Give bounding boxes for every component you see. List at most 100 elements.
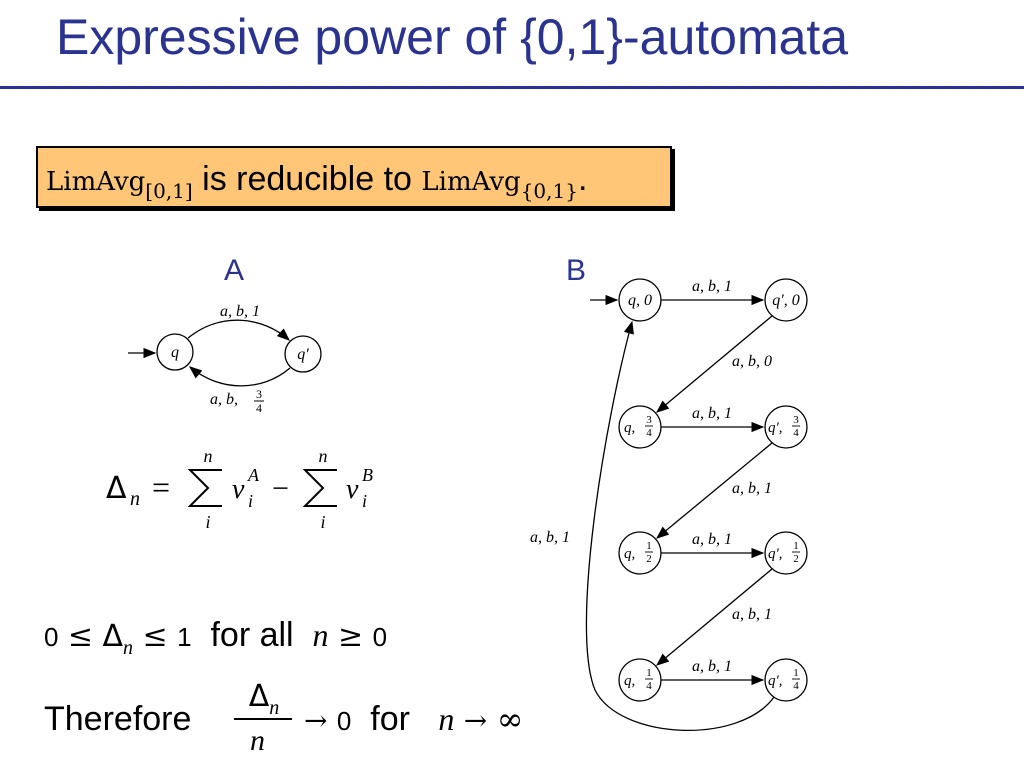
b-edge-row3-label: a, b, 1	[692, 658, 732, 675]
b-state-qprime-12-den: 2	[793, 553, 799, 565]
a-edge-bottom	[189, 366, 291, 387]
formula-term1-sup: A	[247, 465, 260, 485]
b-state-qprime-34	[764, 405, 808, 449]
formula-sum1-bottom: i	[205, 512, 210, 532]
formula-sum1-top: n	[204, 446, 213, 466]
conclusion-zero: 0	[336, 706, 352, 736]
ineq-one: 1	[177, 622, 192, 652]
ineq-delta-sub: n	[123, 636, 134, 659]
conclusion-n: n	[438, 701, 455, 737]
conclusion-den: n	[250, 724, 265, 757]
b-loop-label: a, b, 1	[530, 529, 570, 546]
limavg-right: LimAvg	[421, 167, 521, 197]
b-state-qprime-12	[764, 531, 808, 575]
formula-term1: v	[232, 474, 245, 505]
a-state-q-label: q	[171, 344, 179, 361]
b-state-qprime-12-num: 1	[793, 540, 799, 552]
b-state-q-34-den: 4	[646, 427, 652, 439]
b-state-qprime-0	[764, 278, 808, 322]
ineq-zero2: 0	[372, 622, 388, 652]
b-diag-2	[656, 568, 773, 666]
formula-minus: −	[272, 472, 289, 505]
conclusion-fraction-num: Δn	[236, 676, 292, 720]
conclusion-arrow-zero: → 0 for n → ∞	[304, 700, 523, 739]
b-state-qprime-34-num: 3	[793, 414, 799, 426]
b-state-q-14-prefix: q,	[624, 673, 635, 689]
ineq-zero: 0	[44, 622, 59, 652]
ineq-ge: ≥	[337, 619, 364, 654]
b-diag-0	[656, 315, 773, 413]
formula-term2-sup: B	[362, 465, 373, 485]
conclusion-num-sub: n	[269, 696, 280, 719]
label-a: A	[224, 254, 245, 287]
b-edge-row2-label: a, b, 1	[692, 531, 732, 548]
conclusion-text1: Therefore	[44, 700, 192, 738]
b-state-qprime-14-num: 1	[793, 667, 799, 679]
a-edge-top-label: a, b, 1	[220, 303, 260, 320]
callout-text: LimAvg[0,1] is reducible to LimAvg{0,1}.	[46, 160, 587, 203]
a-state-qprime	[284, 335, 322, 373]
formula-sum1	[187, 469, 222, 507]
b-diag-0-label: a, b, 0	[732, 353, 772, 370]
conclusion-fraction-bar	[234, 718, 292, 720]
a-edge-bottom-den: 4	[256, 401, 262, 415]
b-state-qprime-34-prefix: q′,	[768, 420, 783, 436]
ineq-delta: Δ	[102, 619, 124, 654]
b-state-qprime-14	[764, 658, 808, 702]
conclusion-arrow: →	[304, 704, 328, 737]
formula-term2: v	[346, 474, 359, 505]
callout-end: .	[577, 160, 588, 198]
conclusion-num: Δ	[248, 679, 270, 714]
b-state-q-12-den: 2	[646, 553, 652, 565]
ineq-text: for all	[210, 616, 294, 654]
a-edge-bottom-num: 3	[256, 387, 262, 401]
ineq-le2: ≤	[142, 619, 168, 654]
ineq-le1: ≤	[67, 619, 94, 654]
conclusion-arrow2: →	[463, 704, 488, 737]
formula-sum2	[302, 469, 337, 507]
automaton-a: q q′ a, b, 1 a, b, 3 4	[128, 303, 322, 415]
b-diag-1-label: a, b, 1	[732, 480, 772, 497]
formula-term2-sub: i	[362, 491, 367, 511]
b-state-q-12-num: 1	[646, 540, 652, 552]
b-state-q-34-prefix: q,	[624, 420, 635, 436]
formula-delta: Δ	[106, 471, 127, 506]
conclusion-text2: for	[370, 700, 410, 738]
a-state-qprime-label: q′	[297, 346, 309, 363]
b-state-qprime-34-den: 4	[793, 427, 799, 439]
b-edge-row0-label: a, b, 1	[692, 278, 732, 295]
delta-formula: Δ n = n i v A i − n i v B i	[106, 446, 373, 532]
formula-term1-sub: i	[248, 491, 253, 511]
b-state-qprime-14-prefix: q′,	[768, 673, 783, 689]
b-state-qprime-14-den: 4	[793, 680, 799, 692]
callout-middle: is reducible to	[192, 160, 422, 198]
automaton-b: q, 0 q′, 0 a, b, 1 q, 3 4 q′, 3 4 a, b, …	[530, 278, 808, 731]
a-edge-bottom-label: a, b,	[210, 391, 238, 408]
limavg-left: LimAvg	[46, 167, 146, 197]
b-diag-1	[655, 442, 773, 539]
slide-title: Expressive power of {0,1}-automata	[56, 9, 849, 65]
formula-delta-sub: n	[130, 488, 140, 510]
b-state-q-14-num: 1	[646, 667, 652, 679]
a-state-q	[156, 333, 194, 371]
b-state-qprime-0-label: q′, 0	[772, 292, 800, 309]
formula-sum2-top: n	[319, 446, 328, 466]
formula-eq: =	[152, 469, 170, 505]
a-edge-top	[187, 319, 290, 341]
b-state-q-0-label: q, 0	[628, 292, 652, 309]
b-state-q-12-prefix: q,	[624, 546, 635, 562]
title-divider	[0, 86, 1024, 89]
b-state-q-34-num: 3	[646, 414, 652, 426]
b-loop-back	[585, 320, 775, 731]
conclusion-inf: ∞	[496, 700, 524, 738]
b-edge-row1-label: a, b, 1	[692, 405, 732, 422]
formula-sum2-bottom: i	[320, 512, 325, 532]
inequality-line: 0 ≤ Δn ≤ 1 for all n ≥ 0	[44, 616, 387, 660]
b-diag-2-label: a, b, 1	[732, 606, 772, 623]
ineq-n: n	[312, 617, 329, 653]
reduction-callout: LimAvg[0,1] is reducible to LimAvg{0,1}.	[36, 146, 672, 208]
b-state-qprime-12-prefix: q′,	[768, 546, 783, 562]
limavg-left-subscript: [0,1]	[145, 178, 193, 203]
b-state-q-14-den: 4	[646, 680, 652, 692]
label-b: B	[566, 254, 587, 287]
